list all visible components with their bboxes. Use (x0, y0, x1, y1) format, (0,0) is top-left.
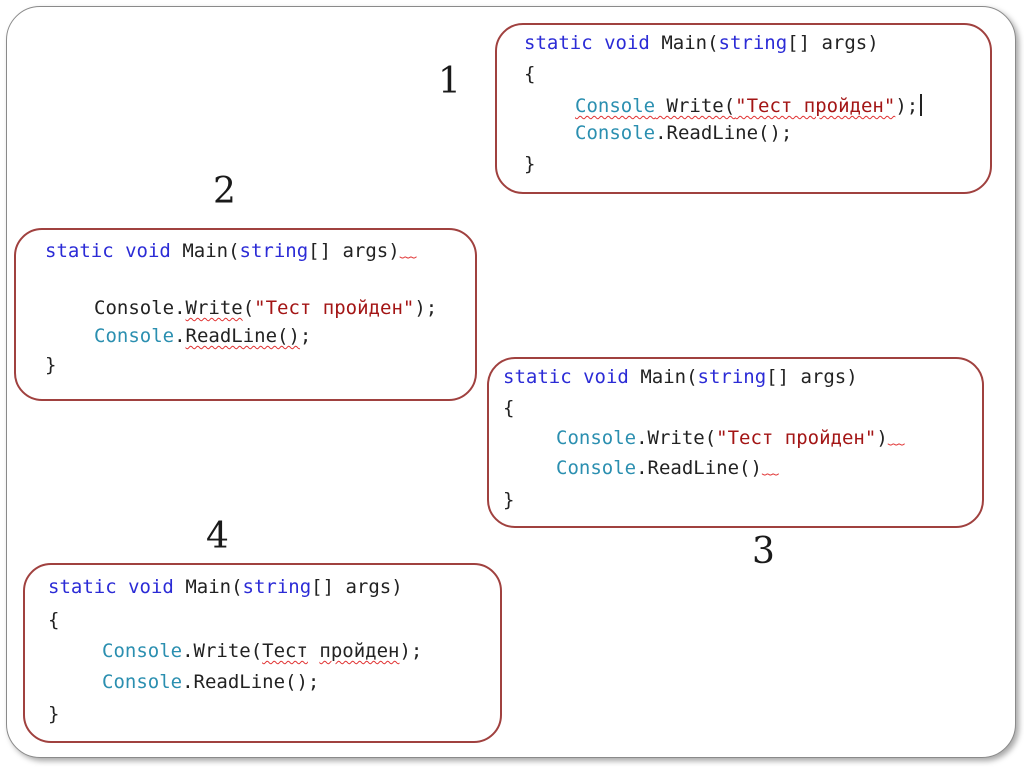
method-call: .Write( (182, 640, 263, 662)
method-call: ReadLine() (185, 325, 300, 347)
class-name: Console (94, 325, 175, 347)
snippet4-line-4: Console.ReadLine(); (102, 673, 319, 692)
snippet2-line-1: static void Main(string[] args)﹏ (45, 242, 417, 261)
snippet1-line-5: } (524, 153, 536, 175)
keyword: void (583, 366, 629, 388)
method-call: .ReadLine(); (182, 671, 320, 693)
error-squiggle: ﹏ (761, 459, 779, 479)
label-2: 2 (213, 171, 236, 212)
keyword: string (242, 576, 312, 598)
params: [] args) (766, 366, 858, 388)
method-call: .ReadLine() (636, 457, 762, 479)
keyword: static (524, 32, 593, 54)
class-name: Console. (94, 297, 186, 319)
keyword: string (239, 240, 309, 262)
method-name: Main( (640, 366, 698, 388)
params: [] args) (308, 240, 400, 262)
params: [] args) (311, 576, 403, 598)
keyword: static (48, 576, 117, 598)
snippet2-line-5: } (45, 354, 57, 376)
snippet3-line-2: { (503, 397, 515, 419)
class-name: Console (575, 122, 656, 144)
error-squiggle: ﹏ (887, 429, 905, 449)
snippet1-line-4: Console.ReadLine(); (575, 124, 792, 143)
class-name: Console (575, 95, 656, 117)
method-call: Write (185, 297, 243, 319)
keyword: string (697, 366, 767, 388)
snippet3-line-5: } (503, 489, 515, 511)
punctuation: ; (299, 325, 312, 347)
snippet2-line-3: Console.Write("Тест пройден"); (94, 299, 437, 318)
snippet4-line-1: static void Main(string[] args) (48, 578, 403, 597)
snippet1-line-2: { (524, 63, 536, 85)
text-cursor (920, 94, 922, 116)
snippet1-line-3: Console Write("Тест пройден"); (575, 94, 922, 116)
snippet2-line-4: Console.ReadLine(); (94, 327, 311, 346)
snippet3-line-3: Console.Write("Тест пройден")﹏ (556, 429, 905, 448)
keyword: static (503, 366, 572, 388)
space (308, 640, 319, 662)
method-name: Main( (185, 576, 243, 598)
string-literal: "Тест пройден" (716, 427, 877, 449)
snippet4-line-3: Console.Write(Тест пройден); (102, 642, 422, 661)
params: [] args) (787, 32, 879, 54)
method-call: .ReadLine(); (655, 122, 793, 144)
code-snippet-3: static void Main(string[] args) { Consol… (487, 357, 984, 528)
keyword: void (604, 32, 650, 54)
method-call: .Write( (636, 427, 717, 449)
punctuation: ); (399, 640, 423, 662)
snippet1-line-1: static void Main(string[] args) (524, 34, 879, 53)
snippet3-line-1: static void Main(string[] args) (503, 368, 858, 387)
label-4: 4 (206, 516, 229, 557)
punctuation: . (174, 325, 186, 347)
punctuation: ( (242, 297, 255, 319)
method-name: Main( (661, 32, 719, 54)
label-3: 3 (752, 531, 775, 572)
snippet4-line-5: } (48, 703, 60, 725)
keyword: void (125, 240, 171, 262)
keyword: string (718, 32, 788, 54)
code-snippet-1: static void Main(string[] args) { Consol… (495, 23, 992, 194)
class-name: Console (556, 427, 637, 449)
snippet3-line-4: Console.ReadLine()﹏ (556, 459, 779, 478)
unquoted-word: пройден (319, 640, 400, 662)
class-name: Console (102, 640, 183, 662)
keyword: static (45, 240, 114, 262)
class-name: Console (102, 671, 183, 693)
punctuation: ); (414, 297, 438, 319)
keyword: void (128, 576, 174, 598)
punctuation: ) (876, 427, 888, 449)
method-call: Write( (655, 95, 736, 117)
label-1: 1 (438, 61, 461, 102)
error-squiggle: ﹏ (399, 242, 417, 262)
class-name: Console (556, 457, 637, 479)
string-literal: "Тест пройден" (254, 297, 415, 319)
method-name: Main( (182, 240, 240, 262)
code-snippet-4: static void Main(string[] args) { Consol… (23, 563, 502, 743)
snippet4-line-2: { (48, 609, 60, 631)
string-literal: "Тест пройден" (735, 95, 896, 117)
unquoted-word: Тест (262, 640, 308, 662)
punctuation: ); (895, 95, 919, 117)
code-snippet-2: static void Main(string[] args)﹏ Console… (14, 228, 477, 401)
